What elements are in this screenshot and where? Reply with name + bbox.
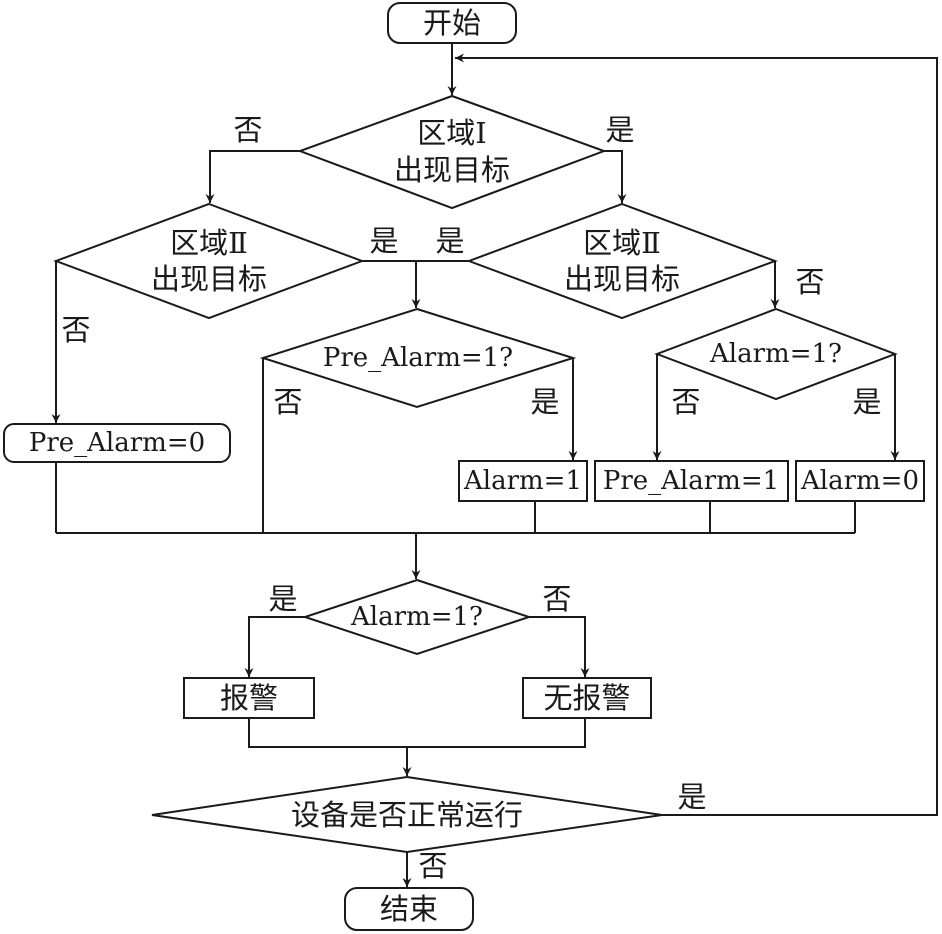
alarm-1-label: Alarm=1 <box>463 466 582 496</box>
node-alarm-1: Alarm=1 <box>458 460 588 502</box>
pre-alarm-1-label: Pre_Alarm=1 <box>603 466 779 496</box>
node-pre-alarm-1: Pre_Alarm=1 <box>594 460 789 502</box>
alarm-label: 报警 <box>220 681 278 715</box>
zone2-left-diamond <box>53 202 365 320</box>
node-pre-alarm-decision: Pre_Alarm=1? <box>259 307 577 409</box>
alarm-lower-decision-label: Alarm=1? <box>350 602 483 632</box>
no-alarm-label: 无报警 <box>543 681 630 715</box>
no-alarm-box <box>522 677 652 719</box>
node-alarm-0: Alarm=0 <box>795 460 925 502</box>
zone2-left-label-line1: 区域Ⅱ <box>170 226 248 260</box>
node-zone2-left-decision: 区域Ⅱ 出现目标 <box>53 202 365 320</box>
start-label: 开始 <box>423 6 481 40</box>
pre-alarm-decision-label: Pre_Alarm=1? <box>323 343 513 373</box>
label-zone2-right-yes: 是 <box>435 224 464 258</box>
alarm-box <box>183 677 315 719</box>
label-zone2-left-yes: 是 <box>369 224 398 258</box>
node-start: 开始 <box>387 2 517 44</box>
edge-alarm-lower-no <box>529 616 590 677</box>
label-zone2-right-no: 否 <box>795 265 824 299</box>
label-pre-alarm-yes: 是 <box>530 385 559 419</box>
zone2-left-label-line2: 出现目标 <box>151 262 267 296</box>
label-device-running-yes: 是 <box>677 780 706 814</box>
edge-zone1-no <box>205 150 300 203</box>
pre-alarm-diamond <box>259 307 577 409</box>
zone1-label-line1: 区域Ⅰ <box>417 116 486 150</box>
alarm-lower-diamond <box>301 578 533 656</box>
label-alarm-upper-yes: 是 <box>852 385 881 419</box>
label-alarm-upper-no: 否 <box>671 385 700 419</box>
alarm-0-box <box>795 460 925 502</box>
label-zone1-yes: 是 <box>605 113 634 147</box>
edge-loop-back <box>455 53 938 816</box>
node-alarm: 报警 <box>183 677 315 719</box>
edge-alarm-boxes-merge <box>248 718 586 748</box>
label-alarm-lower-yes: 是 <box>268 582 297 616</box>
node-alarm-upper-decision: Alarm=1? <box>654 307 898 401</box>
edges <box>51 44 938 887</box>
edge-zone1-yes <box>604 150 627 203</box>
zone1-diamond <box>297 94 607 210</box>
edge-alarm-lower-yes <box>244 616 305 677</box>
pre-alarm-0-label: Pre_Alarm=0 <box>29 428 205 458</box>
label-zone2-left-no: 否 <box>61 313 90 347</box>
node-pre-alarm-0: Pre_Alarm=0 <box>3 423 231 463</box>
device-running-label: 设备是否正常运行 <box>291 798 523 832</box>
zone2-right-diamond <box>466 202 778 320</box>
label-alarm-lower-no: 否 <box>542 582 571 616</box>
node-no-alarm: 无报警 <box>522 677 652 719</box>
node-end: 结束 <box>344 887 474 931</box>
end-terminal <box>344 887 474 931</box>
node-alarm-lower-decision: Alarm=1? <box>301 578 533 656</box>
alarm-upper-diamond <box>654 307 898 401</box>
edge-labels: 否 是 是 否 是 否 否 是 否 是 是 否 是 否 <box>61 113 881 883</box>
label-pre-alarm-no: 否 <box>273 385 302 419</box>
zone2-right-label-line2: 出现目标 <box>564 262 680 296</box>
alarm-upper-decision-label: Alarm=1? <box>709 339 842 369</box>
label-zone1-no: 否 <box>233 113 262 147</box>
node-zone2-right-decision: 区域Ⅱ 出现目标 <box>466 202 778 320</box>
zone2-right-label-line1: 区域Ⅱ <box>583 226 661 260</box>
device-running-diamond <box>151 775 663 854</box>
end-label: 结束 <box>380 892 438 926</box>
alarm-1-box <box>458 460 588 502</box>
label-device-running-no: 否 <box>418 849 447 883</box>
node-zone1-decision: 区域Ⅰ 出现目标 <box>297 94 607 210</box>
node-device-running-decision: 设备是否正常运行 <box>151 775 663 854</box>
pre-alarm-1-box <box>594 460 789 502</box>
pre-alarm-0-box <box>3 423 231 463</box>
zone1-label-line2: 出现目标 <box>394 153 510 187</box>
start-terminal <box>387 2 517 44</box>
alarm-0-label: Alarm=0 <box>800 466 919 496</box>
edge-zone2-left-yes <box>362 260 421 308</box>
